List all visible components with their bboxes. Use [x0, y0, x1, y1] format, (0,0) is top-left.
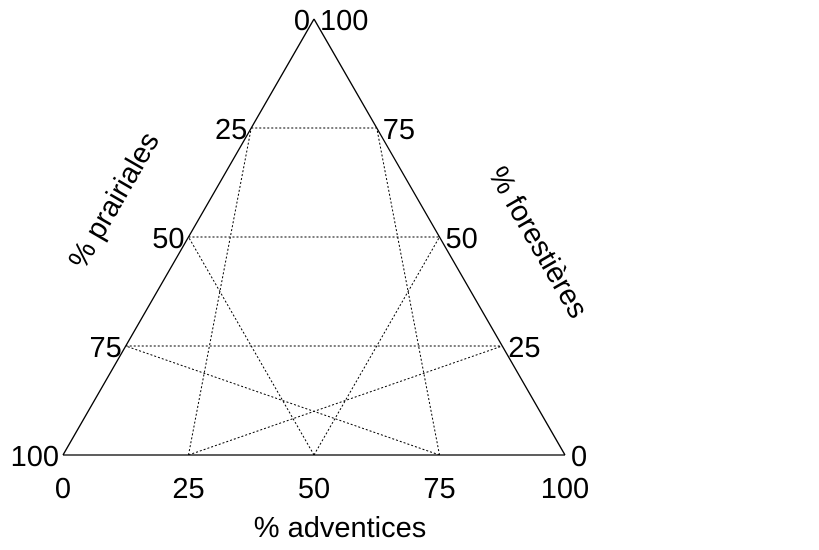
tick-label-right: 75 — [383, 114, 415, 146]
grid-line-diagonal-b — [188, 345, 503, 456]
grid-line-diagonal-b — [313, 236, 440, 456]
axis-title-right: % forestières — [482, 161, 594, 324]
tick-label-right: 0 — [571, 441, 587, 473]
grid-line-diagonal-b — [376, 127, 440, 456]
tick-label-left: 0 — [294, 5, 310, 37]
tick-label-left: 50 — [152, 223, 184, 255]
tick-label-bottom: 0 — [55, 473, 71, 505]
tick-label-right: 100 — [320, 5, 368, 37]
axis-title-bottom: % adventices — [254, 512, 427, 544]
triangle-outline — [62, 18, 566, 456]
grid-line-diagonal-a — [188, 127, 252, 456]
ternary-grid — [125, 127, 503, 456]
tick-label-bottom: 100 — [541, 473, 589, 505]
tick-label-bottom: 75 — [423, 473, 455, 505]
triangle-edge-left — [62, 18, 315, 456]
triangle-edge-right — [313, 18, 566, 456]
tick-label-right: 50 — [446, 223, 478, 255]
tick-label-right: 25 — [508, 332, 540, 364]
tick-label-left: 75 — [89, 332, 121, 364]
tick-label-left: 25 — [215, 114, 247, 146]
tick-label-left: 100 — [11, 441, 59, 473]
grid-line-diagonal-a — [125, 345, 440, 456]
axis-title-left: % prairiales — [62, 127, 165, 274]
tick-label-bottom: 25 — [172, 473, 204, 505]
tick-label-bottom: 50 — [298, 473, 330, 505]
grid-line-diagonal-a — [188, 236, 315, 456]
